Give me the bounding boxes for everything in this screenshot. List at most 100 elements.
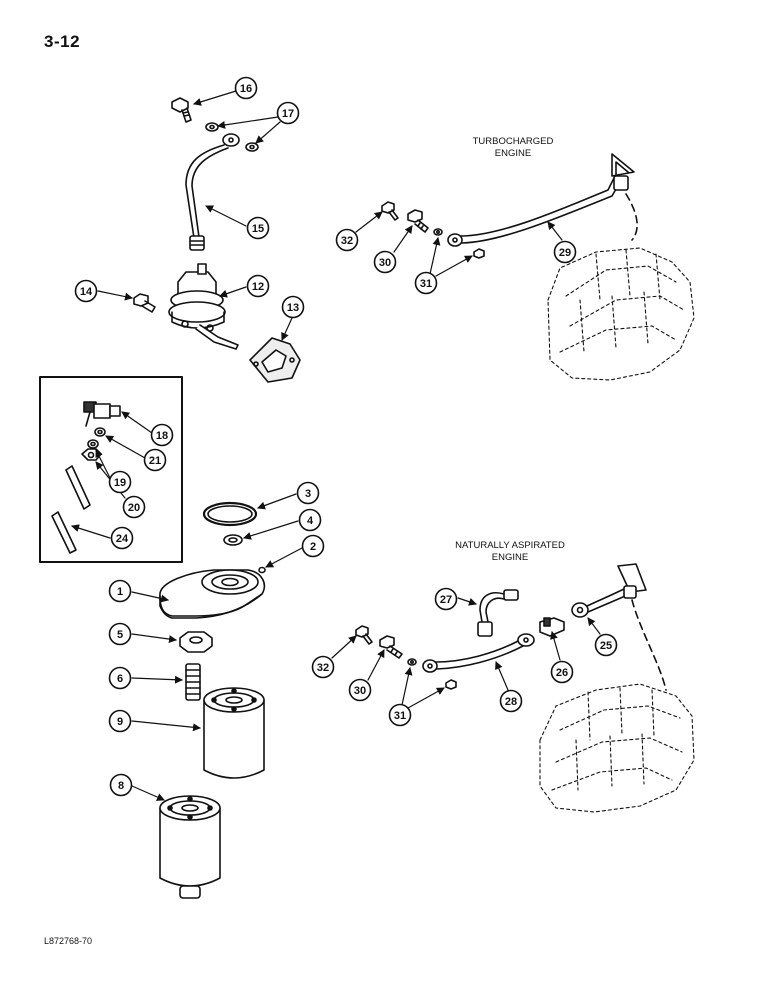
callout-1-text: 1 xyxy=(117,586,123,598)
callout-t31-text: 31 xyxy=(420,278,432,290)
leader-5 xyxy=(131,633,177,644)
callout-n27-text: 27 xyxy=(440,594,452,606)
callout-t32-text: 32 xyxy=(341,235,353,247)
leader-6 xyxy=(131,675,183,684)
callout-n26: 26 xyxy=(550,660,574,684)
leader-15 xyxy=(205,205,247,227)
callout-t31: 31 xyxy=(414,271,438,295)
turbo-dashed-connector xyxy=(625,193,638,241)
callout-n32-text: 32 xyxy=(317,662,329,674)
callout-2: 2 xyxy=(301,534,325,558)
leader-t31a xyxy=(429,237,441,275)
leader-n31a xyxy=(401,667,413,706)
seal-4-part xyxy=(223,534,243,546)
turbocharged-label-line1: TURBOCHARGED xyxy=(472,136,554,147)
callout-t32: 32 xyxy=(335,228,359,252)
callout-19-text: 19 xyxy=(114,477,126,489)
washer-21-part xyxy=(94,427,106,437)
callout-13: 13 xyxy=(281,295,305,319)
callout-3: 3 xyxy=(296,481,320,505)
callout-21-text: 21 xyxy=(149,455,161,467)
na-dashed-connector xyxy=(631,599,667,691)
leader-21 xyxy=(105,435,146,459)
leader-n30 xyxy=(367,649,385,681)
leader-24 xyxy=(71,524,111,539)
leader-16 xyxy=(193,90,237,106)
callout-n25-text: 25 xyxy=(600,640,612,652)
callout-20-text: 20 xyxy=(128,502,140,514)
turbocharged-label-line2: ENGINE xyxy=(494,148,532,159)
callout-15-text: 15 xyxy=(252,223,264,235)
filter-9-part xyxy=(203,687,265,779)
turbo-fuel-line-29-part xyxy=(447,153,635,247)
callout-n28: 28 xyxy=(499,689,523,713)
callout-17: 17 xyxy=(276,101,300,125)
callout-17-text: 17 xyxy=(282,108,294,120)
leader-n28 xyxy=(495,661,509,691)
leader-2 xyxy=(265,547,303,568)
filter-head-1-part xyxy=(159,569,266,619)
fuel-pump-12-part xyxy=(168,263,239,350)
callout-n31-text: 31 xyxy=(394,710,406,722)
nipple-6-part xyxy=(185,663,201,701)
o-ring-3-part xyxy=(202,501,258,527)
turbo-injection-pump-phantom xyxy=(547,247,695,381)
callout-13-text: 13 xyxy=(287,302,299,314)
na-bolt-30-part xyxy=(379,635,403,659)
callout-24: 24 xyxy=(110,526,134,550)
turbocharged-engine-label: TURBOCHARGED ENGINE xyxy=(448,136,578,160)
drain-valve-18-part xyxy=(83,401,121,427)
na-fuel-line-25-part xyxy=(571,563,647,618)
naturally-aspirated-label-line1: NATURALLY ASPIRATED xyxy=(455,540,565,551)
callout-n30-text: 30 xyxy=(354,685,366,697)
callout-20: 20 xyxy=(122,495,146,519)
leader-9 xyxy=(131,720,201,732)
turbo-bolt-30-part xyxy=(407,209,429,233)
leader-t29 xyxy=(547,221,563,241)
na-washers-31-part xyxy=(407,658,457,690)
callout-bubbles: 16 17 15 14 12 13 18 21 19 20 24 3 4 2 1… xyxy=(74,76,618,797)
callout-14: 14 xyxy=(74,279,98,303)
callout-9: 9 xyxy=(108,709,132,733)
callout-18-text: 18 xyxy=(156,430,168,442)
leader-t31b xyxy=(435,255,473,277)
leader-17a xyxy=(217,116,279,129)
callout-16-text: 16 xyxy=(240,83,252,95)
callout-n26-text: 26 xyxy=(556,667,568,679)
leader-t32 xyxy=(355,211,383,233)
leader-4 xyxy=(243,520,299,540)
callout-6-text: 6 xyxy=(117,673,123,685)
na-injection-pump-phantom xyxy=(539,683,695,813)
callout-n32: 32 xyxy=(311,655,335,679)
na-line-27-part xyxy=(477,589,519,637)
leader-n25 xyxy=(587,617,601,635)
leader-8 xyxy=(131,785,165,801)
callout-t30-text: 30 xyxy=(379,257,391,269)
callout-14-text: 14 xyxy=(80,286,93,298)
na-bolt-32-part xyxy=(355,625,373,645)
bolt-14-part xyxy=(133,293,156,313)
callout-9-text: 9 xyxy=(117,716,123,728)
callout-n28-text: 28 xyxy=(505,696,517,708)
callout-8: 8 xyxy=(109,773,133,797)
leader-lines xyxy=(71,90,601,801)
leader-n32 xyxy=(331,635,357,659)
naturally-aspirated-label-line2: ENGINE xyxy=(491,552,529,563)
plug-2-part xyxy=(258,566,266,574)
leader-n26 xyxy=(550,631,561,661)
callout-24-text: 24 xyxy=(116,533,129,545)
callout-t29: 29 xyxy=(553,240,577,264)
callout-n30: 30 xyxy=(348,678,372,702)
leader-1 xyxy=(131,591,169,603)
callout-t29-text: 29 xyxy=(559,247,571,259)
leader-3 xyxy=(257,493,297,510)
callout-19: 19 xyxy=(108,470,132,494)
leader-n27 xyxy=(457,597,477,606)
turbo-washers-31-part xyxy=(433,228,485,259)
na-fitting-26-part xyxy=(539,617,565,637)
callout-18: 18 xyxy=(150,423,174,447)
callout-4-text: 4 xyxy=(307,515,314,527)
callout-5-text: 5 xyxy=(117,629,123,641)
